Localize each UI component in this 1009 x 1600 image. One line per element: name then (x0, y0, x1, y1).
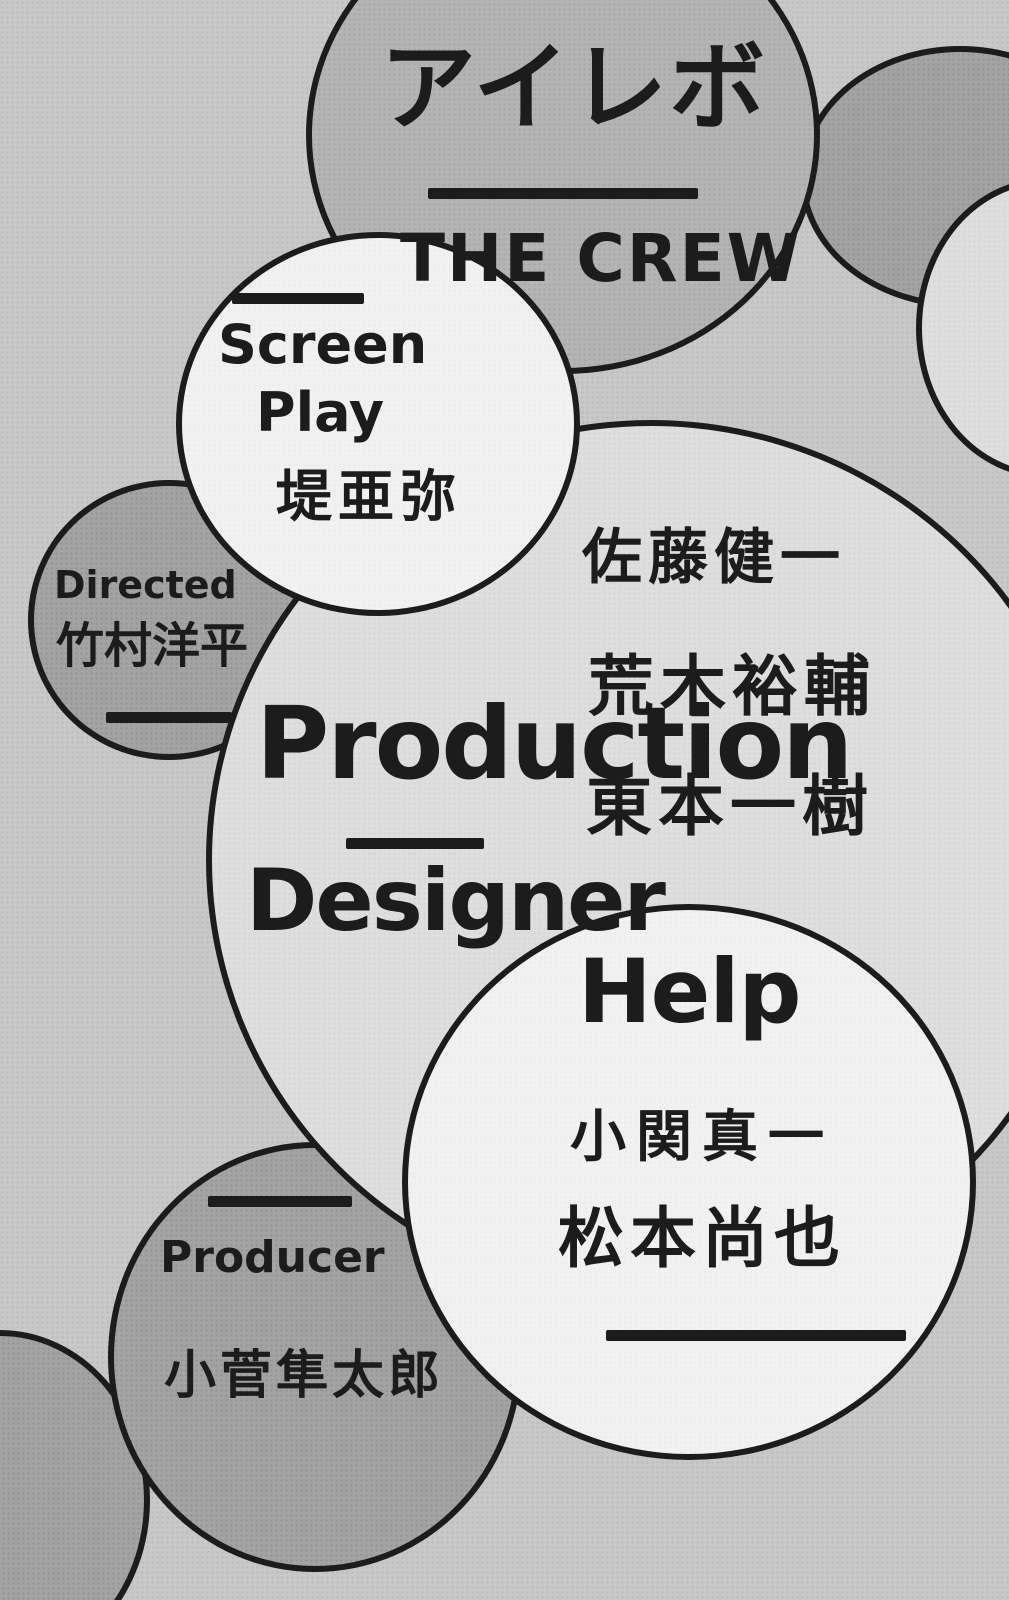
producer-rule (208, 1196, 352, 1207)
title-english: THE CREW (400, 220, 802, 297)
help-bubble (402, 904, 976, 1460)
production-designer-name: 荒木裕輔 (588, 648, 876, 725)
production-designer-name: 東本一樹 (586, 768, 874, 845)
screenplay-rule (232, 293, 364, 304)
screenplay-name: 堤亜弥 (276, 465, 462, 530)
help-underline (606, 1330, 906, 1341)
production-designer-rule (346, 838, 484, 849)
help-name: 小関真一 (570, 1105, 834, 1170)
directed-name: 竹村洋平 (56, 618, 249, 674)
directed-label: Directed (54, 563, 237, 607)
production-designer-label-line2: Designer (246, 851, 666, 951)
help-name: 松本尚也 (558, 1200, 846, 1277)
title-underline (428, 188, 698, 199)
help-label: Help (578, 940, 801, 1043)
producer-name: 小菅隼太郎 (164, 1346, 445, 1406)
screenplay-label-line2: Play (256, 381, 385, 444)
production-designer-name: 佐藤健一 (582, 523, 846, 593)
title-japanese: アイレボ (380, 32, 768, 144)
directed-rule (106, 712, 232, 723)
producer-label: Producer (160, 1232, 385, 1283)
screenplay-label-line1: Screen (218, 313, 428, 376)
title-bubble (306, 0, 820, 374)
production-designer-label-line1: Production (256, 685, 853, 802)
